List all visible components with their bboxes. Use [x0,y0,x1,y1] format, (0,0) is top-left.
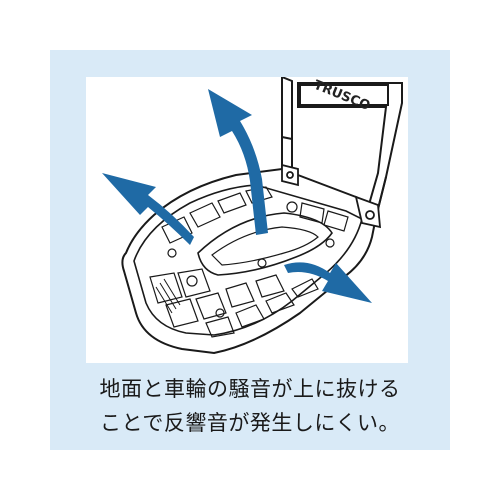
platform-ribs [149,186,349,338]
cart-platform [121,167,380,355]
arrow-up-left [102,173,194,245]
cart-illustration: TRUSCO [86,77,408,363]
arrow-right [284,262,372,303]
cart-brackets [281,163,382,229]
arrow-up-center [208,89,268,235]
cart-drawing: TRUSCO [102,77,403,355]
caption-line-2: ことで反響音が発生しにくい。 [100,411,400,435]
sound-arrows [102,89,372,303]
caption: 地面と車輪の騒音が上に抜ける ことで反響音が発生しにくい。 [60,372,440,440]
caption-line-1: 地面と車輪の騒音が上に抜ける [99,377,401,401]
